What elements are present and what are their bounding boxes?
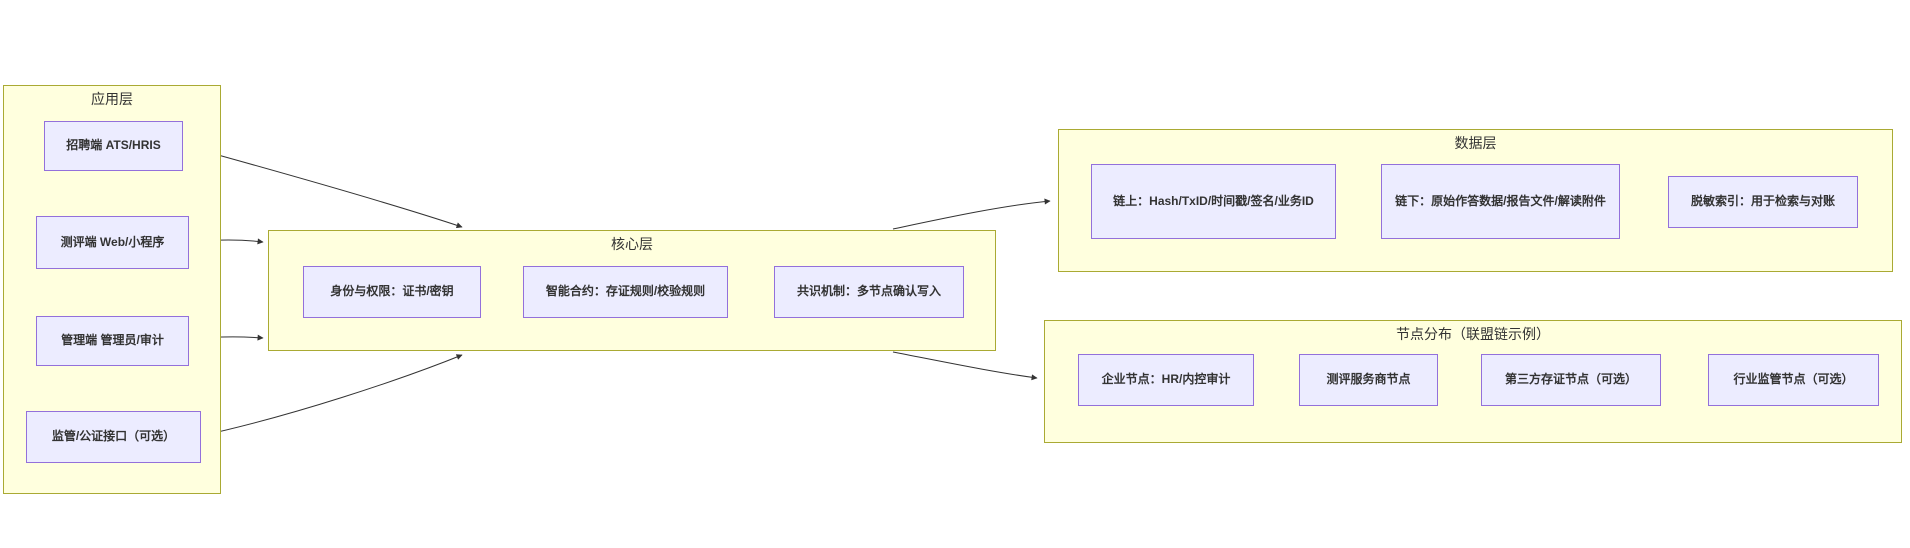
- edge-regulator-to-core: [199, 354, 463, 437]
- node-offchain: 链下：原始作答数据/报告文件/解读附件: [1381, 164, 1620, 239]
- node-recruit-ats-hris: 招聘端 ATS/HRIS: [44, 121, 183, 171]
- edge-recruit-to-core: [181, 144, 463, 229]
- node-onchain: 链上：Hash/TxID/时间戳/签名/业务ID: [1091, 164, 1336, 239]
- node-assessment-web: 测评端 Web/小程序: [36, 216, 189, 269]
- panel-data-title: 数据层: [1454, 135, 1497, 151]
- node-admin-audit: 管理端 管理员/审计: [36, 316, 189, 366]
- node-consensus: 共识机制：多节点确认写入: [774, 266, 964, 318]
- panel-core-layer: 核心层 身份与权限：证书/密钥 智能合约：存证规则/校验规则 共识机制：多节点确…: [268, 230, 996, 351]
- node-masked-index: 脱敏索引：用于检索与对账: [1668, 176, 1858, 228]
- panel-node-distribution-title: 节点分布（联盟链示例）: [1396, 326, 1550, 342]
- node-industry-regulator: 行业监管节点（可选）: [1708, 354, 1879, 406]
- node-identity-permissions: 身份与权限：证书/密钥: [303, 266, 481, 318]
- node-assessment-provider: 测评服务商节点: [1299, 354, 1438, 406]
- edge-core-to-data: [892, 198, 1051, 230]
- node-regulator-interface: 监管/公证接口（可选）: [26, 411, 201, 463]
- panel-application-title: 应用层: [91, 91, 133, 107]
- panel-node-distribution: 节点分布（联盟链示例） 企业节点：HR/内控审计 测评服务商节点 第三方存证节点…: [1044, 320, 1902, 443]
- node-enterprise: 企业节点：HR/内控审计: [1078, 354, 1254, 406]
- panel-core-title: 核心层: [611, 236, 653, 252]
- panel-data-layer: 数据层 链上：Hash/TxID/时间戳/签名/业务ID 链下：原始作答数据/报…: [1058, 129, 1893, 272]
- node-smart-contract: 智能合约：存证规则/校验规则: [523, 266, 728, 318]
- panel-application-layer: 应用层 招聘端 ATS/HRIS 测评端 Web/小程序 管理端 管理员/审计 …: [3, 85, 221, 494]
- node-thirdparty-evidence: 第三方存证节点（可选）: [1481, 354, 1661, 406]
- edge-core-to-cluster: [892, 351, 1038, 381]
